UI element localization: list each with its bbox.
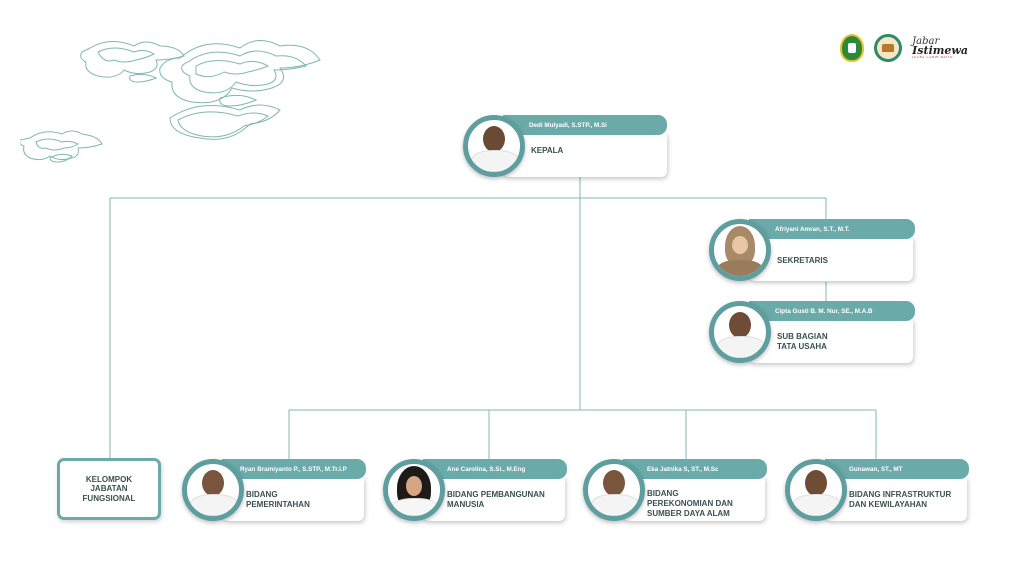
jawa-barat-emblem-icon <box>840 34 865 62</box>
position-title: BIDANG PEMBANGUNAN MANUSIA <box>447 490 545 509</box>
org-card-sekretaris: Afriyani Amran, S.T., M.T. SEKRETARIS <box>709 219 917 283</box>
org-card-fungsional: KELOMPOK JABATAN FUNGSIONAL <box>57 458 161 520</box>
agency-logo-icon <box>874 34 903 62</box>
logo-line-1: Jabar <box>912 36 940 48</box>
org-card-bidang-pemerintahan: Ryan Bramiyanto P., S.STP., M.Tr.I.P BID… <box>182 459 366 523</box>
position-title: SUB BAGIAN TATA USAHA <box>777 332 828 351</box>
cloud-ornament <box>20 40 321 163</box>
jabar-istimewa-logo: Jabar Istimewa JUARA LAHIR BATIN <box>912 37 968 59</box>
person-photo <box>463 115 525 177</box>
person-photo <box>709 301 771 363</box>
person-name: Gunawan, ST., MT <box>825 459 969 479</box>
position-title: BIDANG PEREKONOMIAN DAN SUMBER DAYA ALAM <box>647 489 733 518</box>
person-photo <box>709 219 771 281</box>
person-name: Eka Jatnika S, ST., M.Sc <box>623 459 767 479</box>
position-title: BIDANG INFRASTRUKTUR DAN KEWILAYAHAN <box>849 490 952 509</box>
org-card-bidang-pembangunan-manusia: Ane Carolina, S.Si., M.Eng BIDANG PEMBAN… <box>383 459 567 523</box>
person-photo <box>583 459 645 521</box>
person-name: Dedi Mulyadi, S.STP., M.Si <box>503 115 667 135</box>
person-name: Cipta Gusti B. M. Nur, SE., M.A.B <box>749 301 915 321</box>
org-card-bidang-infrastruktur: Gunawan, ST., MT BIDANG INFRASTRUKTUR DA… <box>785 459 969 523</box>
person-name: Ryan Bramiyanto P., S.STP., M.Tr.I.P <box>222 459 366 479</box>
position-title: SEKRETARIS <box>777 256 828 265</box>
position-title: KELOMPOK JABATAN FUNGSIONAL <box>82 475 136 503</box>
org-card-subbagian: Cipta Gusti B. M. Nur, SE., M.A.B SUB BA… <box>709 301 917 365</box>
position-title: BIDANG PEMERINTAHAN <box>246 490 310 509</box>
logo-line-2: Istimewa <box>912 44 968 58</box>
person-photo <box>383 459 445 521</box>
person-photo <box>785 459 847 521</box>
person-name: Afriyani Amran, S.T., M.T. <box>749 219 915 239</box>
org-card-kepala: Dedi Mulyadi, S.STP., M.Si KEPALA <box>463 115 669 179</box>
header-logos: Jabar Istimewa JUARA LAHIR BATIN <box>840 34 968 62</box>
org-card-bidang-perekonomian: Eka Jatnika S, ST., M.Sc BIDANG PEREKONO… <box>583 459 767 523</box>
person-name: Ane Carolina, S.Si., M.Eng <box>423 459 567 479</box>
logo-tagline: JUARA LAHIR BATIN <box>912 55 954 60</box>
position-title: KEPALA <box>531 146 564 155</box>
person-photo <box>182 459 244 521</box>
